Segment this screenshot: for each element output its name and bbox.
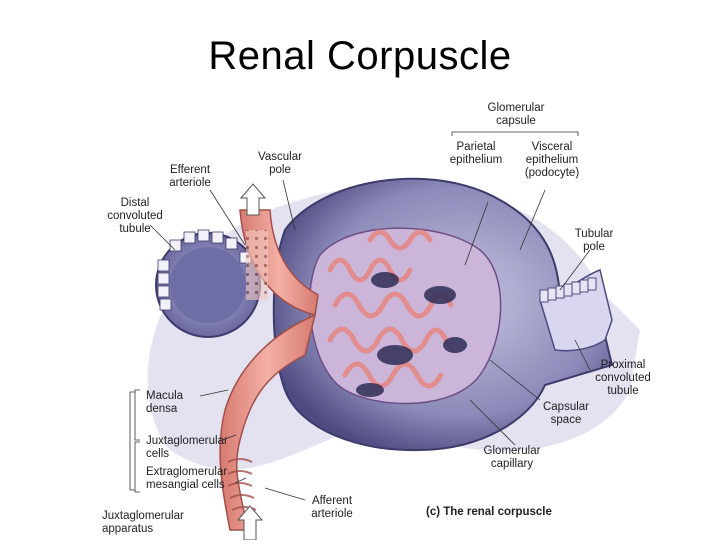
label-macula-densa: Macula densa xyxy=(146,390,184,415)
label-glomerular-capsule: Glomerular capsule xyxy=(487,102,545,127)
slide-title: Renal Corpuscle xyxy=(208,34,512,78)
label-proximal-convoluted-tubule: Proximal convoluted tubule xyxy=(595,359,651,397)
renal-corpuscle-illustration xyxy=(129,131,640,541)
renal-corpuscle-diagram: Glomerular capsule Parietal epithelium V… xyxy=(0,90,720,541)
label-distal-convoluted-tubule: Distal convoluted tubule xyxy=(107,197,163,235)
figure-caption: (c) The renal corpuscle xyxy=(426,506,552,518)
afferent-arteriole-shape xyxy=(219,313,317,531)
label-afferent-arteriole: Afferent arteriole xyxy=(311,495,353,520)
label-tubular-pole: Tubular pole xyxy=(574,228,614,253)
label-visceral-epithelium: Visceral epithelium (podocyte) xyxy=(524,141,580,179)
label-glomerular-capillary: Glomerular capillary xyxy=(483,445,541,470)
label-efferent-arteriole: Efferent arteriole xyxy=(169,164,211,189)
label-parietal-epithelium: Parietal epithelium xyxy=(449,141,503,166)
label-capsular-space: Capsular space xyxy=(542,401,590,426)
label-extraglomerular-mesangial-cells: Extraglomerular mesangial cells xyxy=(146,466,228,491)
label-juxtaglomerular-cells: Juxtaglomerular cells xyxy=(146,435,228,460)
efferent-flow-arrow xyxy=(239,183,267,216)
label-juxtaglomerular-apparatus: Juxtaglomerular apparatus xyxy=(102,510,184,535)
label-vascular-pole: Vascular pole xyxy=(258,151,302,176)
glomerulus-shape xyxy=(309,227,502,405)
afferent-flow-arrow xyxy=(236,505,264,541)
